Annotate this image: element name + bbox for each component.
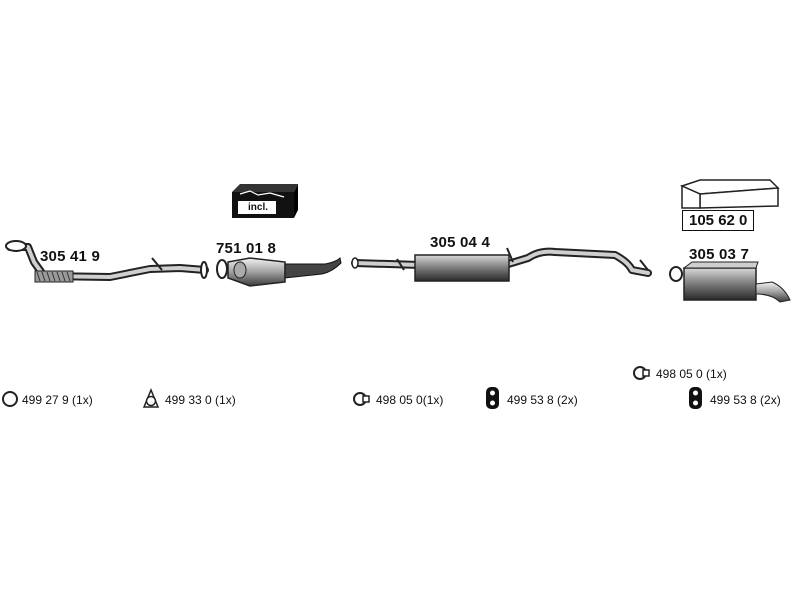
accessory-label: 499 33 0 (1x) — [165, 393, 236, 407]
clamp-icon — [353, 392, 370, 406]
accessory-label: 498 05 0(1x) — [376, 393, 444, 407]
rubber-hanger-icon — [689, 387, 702, 409]
rear-kit-number-box: 105 62 0 — [682, 210, 755, 231]
accessory-label: 499 27 9 (1x) — [22, 393, 93, 407]
kit-incl-label: incl. — [248, 202, 269, 213]
accessory-label: 499 53 8 (2x) — [710, 393, 781, 407]
middle-silencer-drawing[interactable] — [351, 247, 652, 282]
rear-kit-box-icon — [679, 179, 780, 209]
part-number-catalytic-converter: 751 01 8 — [216, 240, 276, 257]
triangle-flange-gasket-icon — [142, 388, 160, 408]
ring-gasket-icon — [2, 391, 18, 407]
rear-silencer-drawing[interactable] — [669, 261, 791, 303]
part-number-front-pipe: 305 41 9 — [40, 248, 100, 265]
front-pipe-drawing[interactable] — [5, 240, 209, 283]
part-number-rear-silencer: 305 03 7 — [689, 246, 749, 263]
accessory-label: 498 05 0 (1x) — [656, 367, 727, 381]
fitting-kit-box-icon — [232, 184, 298, 218]
rubber-hanger-icon — [486, 387, 499, 409]
part-number-middle-silencer: 305 04 4 — [430, 234, 490, 251]
clamp-icon — [633, 366, 650, 380]
catalytic-converter-drawing[interactable] — [216, 256, 342, 287]
accessory-label: 499 53 8 (2x) — [507, 393, 578, 407]
